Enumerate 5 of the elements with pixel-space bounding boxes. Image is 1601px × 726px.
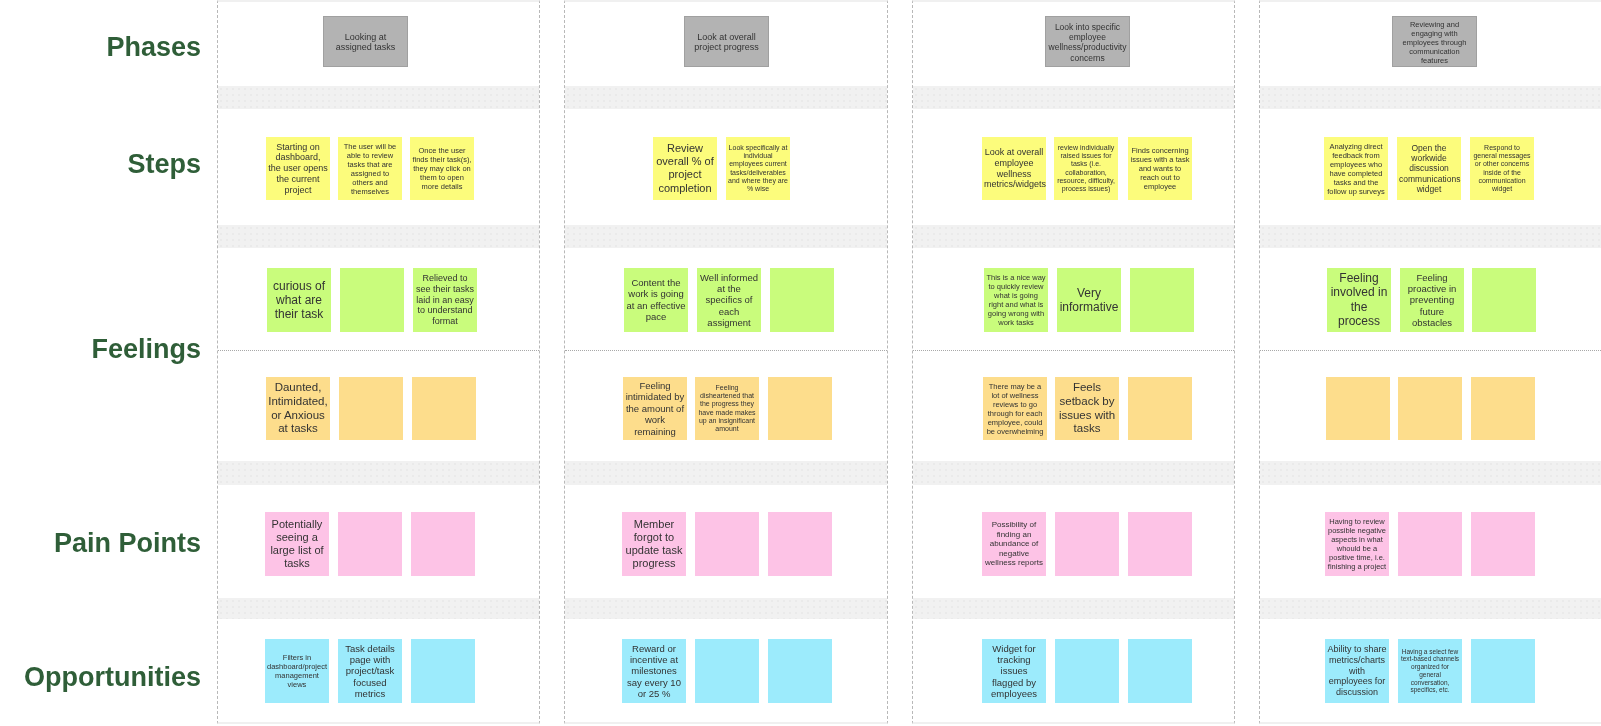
row-label: Opportunities [24,661,201,693]
row-label: Pain Points [53,527,201,559]
row-label: Steps [127,148,201,180]
row-label: Phases [106,31,201,63]
row-label: Feelings [91,333,201,365]
